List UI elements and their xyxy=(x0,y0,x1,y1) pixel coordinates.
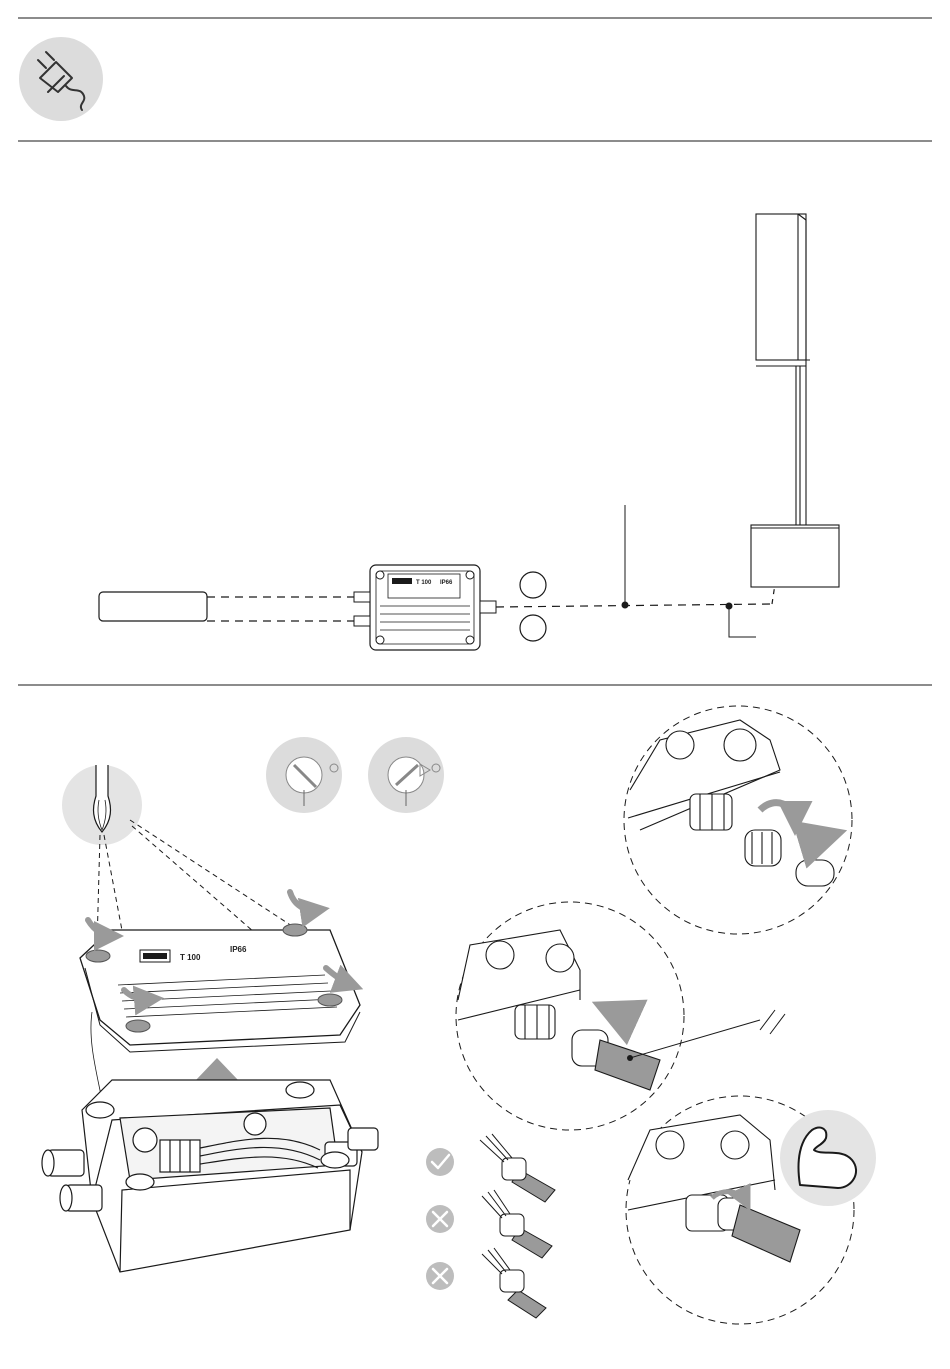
ip-rating-small: IP66 xyxy=(440,580,453,586)
cable-strip-examples xyxy=(480,1134,555,1318)
junction-box-body xyxy=(42,1080,378,1272)
strip-check-wrong-1 xyxy=(426,1205,454,1233)
unplug-icon xyxy=(19,37,103,121)
ip-rating-large: IP66 xyxy=(230,945,247,954)
detail-remove-plug xyxy=(624,706,852,934)
wiring-diagram: T 100 IP66 xyxy=(99,214,839,650)
screw-lock-icon xyxy=(266,737,342,813)
flexed-bicep-icon xyxy=(780,1110,876,1206)
screw-unlock-icon xyxy=(368,737,444,813)
callout-circle-1 xyxy=(520,572,546,598)
power-source-box xyxy=(99,592,207,621)
strip-check-ok xyxy=(426,1148,454,1176)
device-label-large: T 100 xyxy=(180,953,201,962)
junction-box-small: T 100 IP66 xyxy=(354,565,496,650)
screwdriver-icon xyxy=(62,765,142,845)
device-label-small: T 100 xyxy=(416,580,432,586)
bollard-luminaire xyxy=(751,214,839,587)
strip-check-wrong-2 xyxy=(426,1262,454,1290)
callout-circle-2 xyxy=(520,615,546,641)
